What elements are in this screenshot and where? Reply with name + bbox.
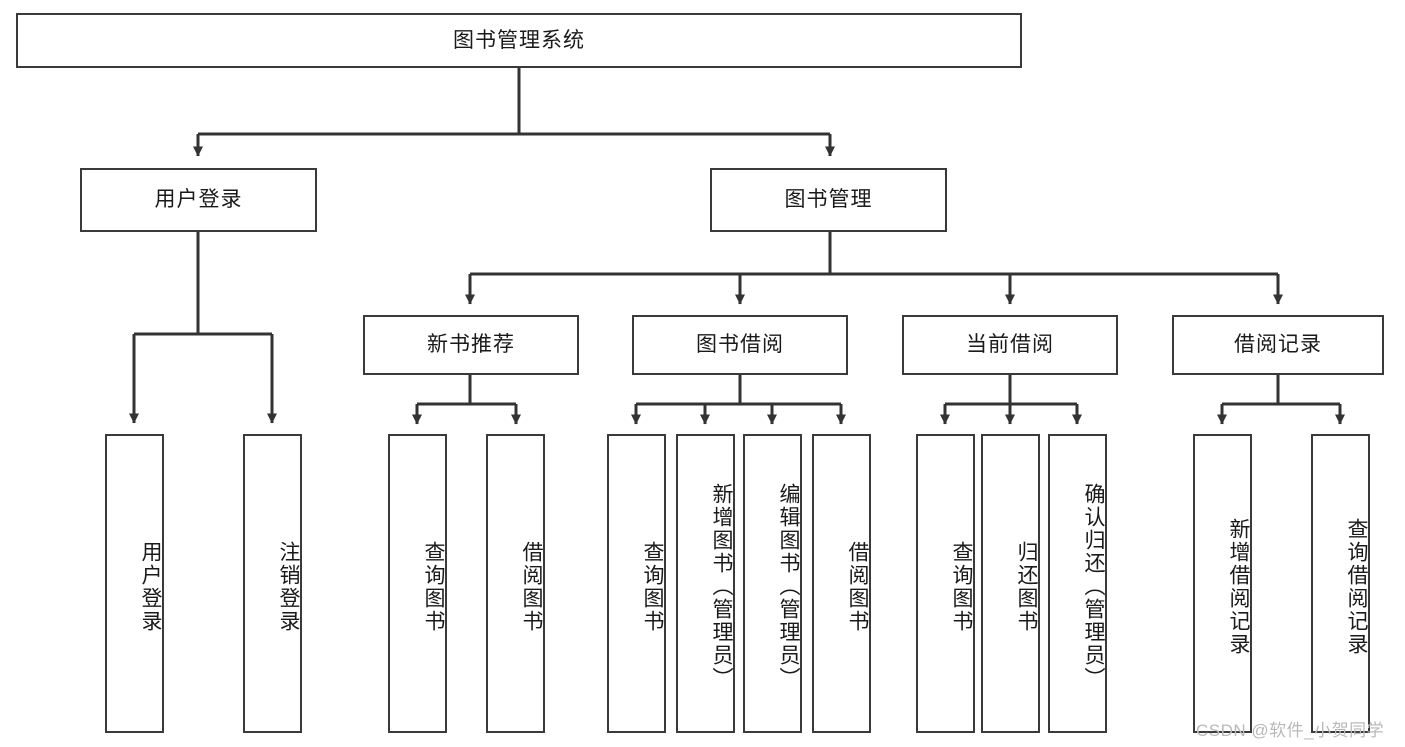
leaf-confirm-return-admin[interactable]: 确认归还（管理员）	[1048, 434, 1107, 733]
node-new-book-recommend[interactable]: 新书推荐	[363, 315, 579, 375]
node-label: 新增图书（管理员）	[710, 483, 733, 690]
node-label: 当前借阅	[966, 333, 1054, 357]
leaf-query-books-current[interactable]: 查询图书	[916, 434, 975, 733]
node-label: 新书推荐	[427, 333, 515, 357]
node-label: 查询图书	[950, 540, 973, 633]
leaf-return-books[interactable]: 归还图书	[981, 434, 1040, 733]
node-label: 归还图书	[1015, 540, 1038, 633]
node-root-system[interactable]: 图书管理系统	[16, 13, 1022, 68]
node-user-login[interactable]: 用户登录	[80, 168, 317, 232]
leaf-add-borrow-record[interactable]: 新增借阅记录	[1193, 434, 1252, 733]
node-label: 用户登录	[139, 540, 162, 633]
node-label: 编辑图书（管理员）	[777, 483, 800, 690]
leaf-add-book-admin[interactable]: 新增图书（管理员）	[676, 434, 735, 733]
node-label: 新增借阅记录	[1227, 517, 1250, 656]
leaf-query-borrow-record[interactable]: 查询借阅记录	[1311, 434, 1370, 733]
node-borrow-records[interactable]: 借阅记录	[1172, 315, 1384, 375]
node-label: 借阅图书	[520, 540, 543, 633]
node-label: 图书管理系统	[453, 28, 585, 52]
leaf-logout[interactable]: 注销登录	[243, 434, 302, 733]
node-label: 借阅记录	[1234, 333, 1322, 357]
node-label: 查询借阅记录	[1345, 517, 1368, 656]
node-label: 查询图书	[422, 540, 445, 633]
node-label: 借阅图书	[846, 540, 869, 633]
node-label: 用户登录	[154, 188, 243, 212]
leaf-user-login[interactable]: 用户登录	[105, 434, 164, 733]
node-label: 图书管理	[784, 188, 873, 212]
leaf-borrow-books[interactable]: 借阅图书	[812, 434, 871, 733]
leaf-borrow-books-recommend[interactable]: 借阅图书	[486, 434, 545, 733]
node-label: 查询图书	[641, 540, 664, 633]
node-label: 图书借阅	[696, 333, 784, 357]
node-book-borrow[interactable]: 图书借阅	[632, 315, 848, 375]
node-book-management[interactable]: 图书管理	[710, 168, 947, 232]
leaf-query-books-borrow[interactable]: 查询图书	[607, 434, 666, 733]
watermark-text: CSDN @软件_小贺同学	[1196, 721, 1385, 740]
leaf-edit-book-admin[interactable]: 编辑图书（管理员）	[743, 434, 802, 733]
node-label: 注销登录	[277, 540, 300, 633]
leaf-query-books-recommend[interactable]: 查询图书	[388, 434, 447, 733]
node-current-borrow[interactable]: 当前借阅	[902, 315, 1118, 375]
node-label: 确认归还（管理员）	[1082, 483, 1105, 690]
